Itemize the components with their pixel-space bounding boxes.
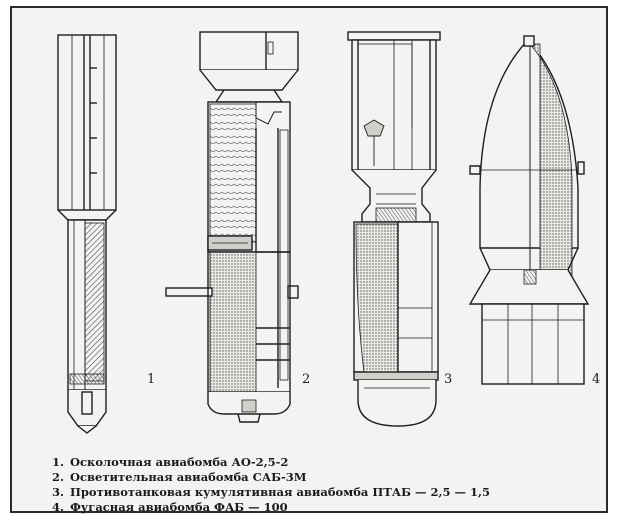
bomb-ptab-2-5-1-5 <box>347 31 441 427</box>
label-bomb-4: 4 <box>592 372 601 387</box>
bomb-fab-100 <box>468 35 590 385</box>
legend-item: 2. Осветительная авиабомба САБ-3М <box>52 470 592 485</box>
bomb-ao-2-5-2 <box>57 34 117 434</box>
legend-index: 2. <box>52 470 65 484</box>
bombs-drawing <box>57 31 590 434</box>
legend-index: 1. <box>52 455 65 469</box>
bomb-sab-3m <box>165 31 299 423</box>
legend-item: 3. Противотанковая кумулятивная авиабомба… <box>52 485 592 500</box>
legend-index: 3. <box>52 485 65 499</box>
legend-text: Осветительная авиабомба САБ-3М <box>70 470 307 484</box>
legend-text: Противотанковая кумулятивная авиабомба П… <box>70 485 490 499</box>
label-bomb-1: 1 <box>147 372 156 387</box>
label-bomb-3: 3 <box>444 372 453 387</box>
legend-text: Фугасная авиабомба ФАБ — 100 <box>70 500 288 514</box>
legend-index: 4. <box>52 500 65 514</box>
legend-item: 1. Осколочная авиабомба АО-2,5-2 <box>52 455 592 470</box>
figure-frame: 1 2 3 4 1. Осколочная авиабомба АО-2,5-2 … <box>10 6 608 515</box>
label-bomb-2: 2 <box>302 372 311 387</box>
legend-item: 4. Фугасная авиабомба ФАБ — 100 <box>52 500 592 515</box>
legend: 1. Осколочная авиабомба АО-2,5-2 2. Освети… <box>52 455 592 515</box>
legend-text: Осколочная авиабомба АО-2,5-2 <box>70 455 289 469</box>
